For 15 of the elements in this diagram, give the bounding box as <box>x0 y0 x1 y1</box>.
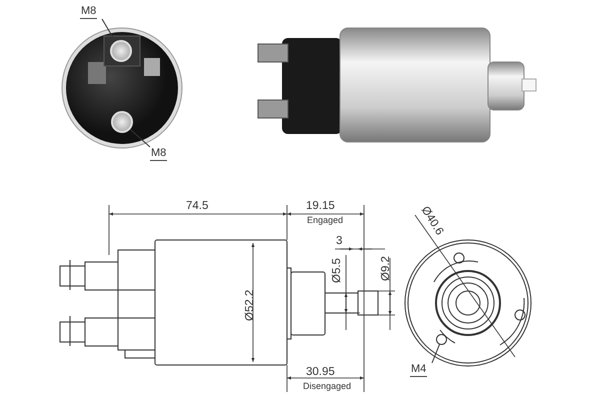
dimension-note: Disengaged <box>303 382 352 391</box>
thread-size-label: M8 <box>80 5 98 19</box>
dimension-value: 19.15 <box>306 201 335 212</box>
thread-size-label: M8 <box>150 147 168 161</box>
thread-size-label: M4 <box>410 363 428 377</box>
dimension-value: Ø9.2 <box>381 256 392 281</box>
dimension-value: 30.95 <box>306 367 335 378</box>
mounting-hole <box>436 334 447 345</box>
dimension-value: Ø5.5 <box>332 258 344 283</box>
leader-line <box>432 344 440 364</box>
dimension-value: Ø52.2 <box>245 290 256 321</box>
dimension-value: 74.5 <box>186 201 208 212</box>
dimension-note: Engaged <box>307 216 344 225</box>
leader-line <box>130 128 150 148</box>
dimension-value: 3 <box>336 236 342 248</box>
